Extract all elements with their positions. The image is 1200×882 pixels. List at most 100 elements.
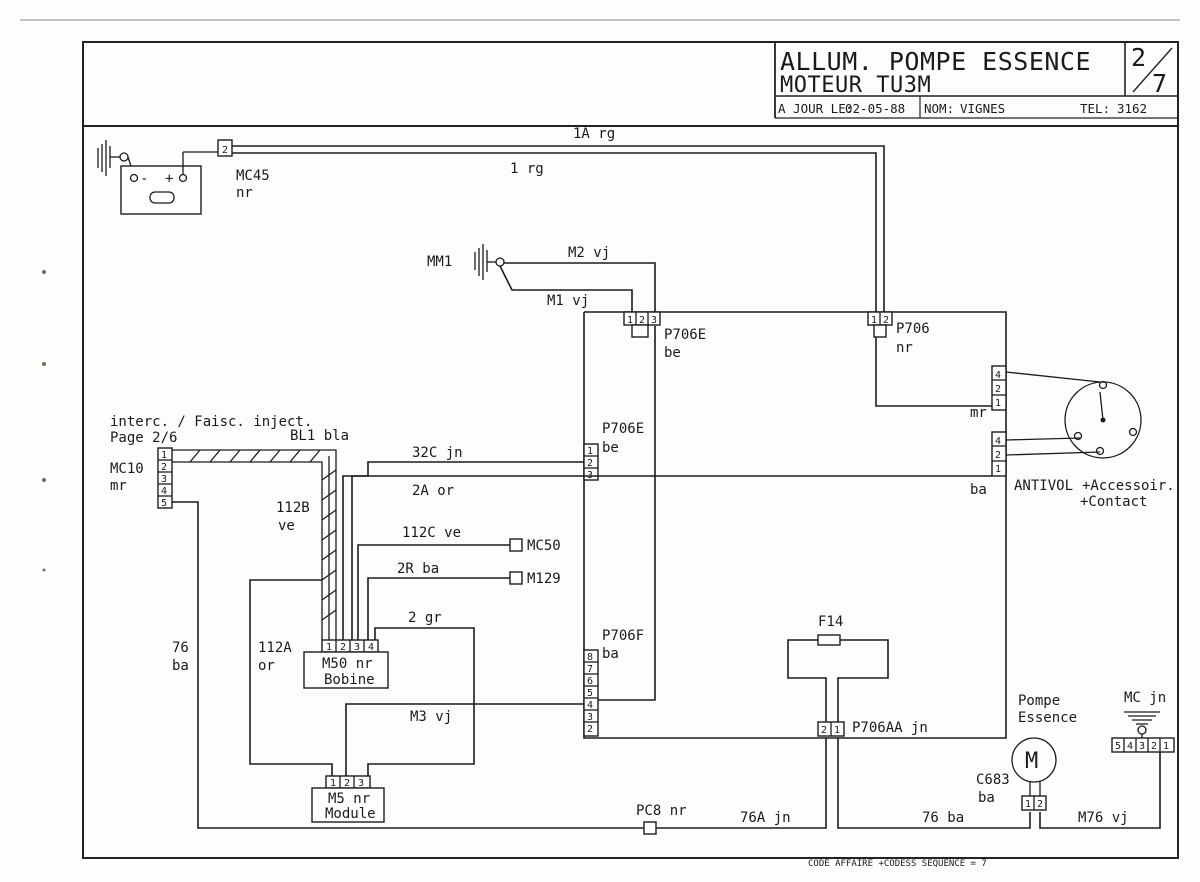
wire-76-label: 76	[172, 640, 189, 656]
tel-label: TEL:	[1080, 101, 1110, 116]
svg-text:1: 1	[1025, 799, 1031, 810]
mc10-connector	[157, 447, 173, 509]
wire-76-ba-left	[172, 501, 827, 829]
wire-1a-rg-label: 1A rg	[573, 126, 615, 142]
battery-icon	[120, 165, 202, 215]
svg-text:2: 2	[587, 724, 593, 735]
antivol-label: ANTIVOL	[1014, 478, 1073, 494]
wire-112b-label: 112B	[276, 500, 310, 516]
c683-label: C683	[976, 772, 1010, 788]
svg-text:4: 4	[1127, 741, 1133, 752]
svg-text:2: 2	[587, 458, 593, 469]
wire-m3-vj	[345, 703, 584, 776]
svg-text:4: 4	[161, 486, 167, 497]
f14-label: F14	[818, 614, 843, 630]
svg-text:3: 3	[1139, 741, 1145, 752]
wire-m3-label: M3 vj	[410, 709, 452, 725]
name-value: VIGNES	[960, 101, 1005, 116]
wire-2gr-label: 2 gr	[408, 610, 442, 626]
antivol-connector-top	[991, 365, 1007, 411]
pc8-label: PC8 nr	[636, 803, 687, 819]
svg-text:1: 1	[871, 315, 877, 326]
bl1-label: BL1 bla	[290, 428, 349, 444]
svg-text:1: 1	[995, 464, 1001, 475]
m50-label: M50 nr	[322, 656, 373, 672]
svg-text:2: 2	[639, 315, 645, 326]
wire-2r-label: 2R ba	[397, 561, 439, 577]
svg-text:+: +	[165, 171, 173, 187]
mc10-label: MC10	[110, 461, 144, 477]
svg-text:4: 4	[587, 700, 593, 711]
footer-code: CODE AFFAIRE +CODESS SEQUENCE = 7	[808, 859, 987, 869]
p706-color: nr	[896, 340, 913, 356]
svg-text:2: 2	[995, 384, 1001, 395]
title-line-1: ALLUM. POMPE ESSENCE	[780, 47, 1091, 76]
wire-2a-label: 2A or	[412, 483, 454, 499]
wire-112c-ve	[357, 544, 510, 640]
date-value: 02-05-88	[845, 101, 905, 116]
p706e-top-color: be	[664, 345, 681, 361]
mc-jn-ground-icon	[1124, 711, 1160, 738]
mc45-label: MC45	[236, 168, 270, 184]
m5-label: M5 nr	[328, 791, 370, 807]
mc-jn-label: MC jn	[1124, 690, 1166, 706]
p706aa-label: P706AA jn	[852, 720, 928, 736]
wire-m2-vj-label: M2 vj	[568, 245, 610, 261]
wire-112a-or	[249, 579, 333, 776]
p706f-label: P706F	[602, 628, 644, 644]
wire-112b-color: ve	[278, 518, 295, 534]
mc50-label: MC50	[527, 538, 561, 554]
margin-marks	[42, 270, 46, 572]
svg-text:3: 3	[651, 315, 657, 326]
p706e-top-label: P706E	[664, 327, 706, 343]
svg-text:4: 4	[368, 642, 374, 653]
mc50-connector	[509, 538, 523, 552]
svg-text:1: 1	[326, 642, 332, 653]
sheet-number: 2	[1131, 43, 1147, 72]
f14-fuse-icon	[817, 634, 841, 646]
m50-name: Bobine	[324, 672, 375, 688]
m129-label: M129	[527, 571, 561, 587]
wire-p706-to-antivol	[875, 337, 995, 407]
wire-76-ba-right	[837, 738, 1031, 829]
svg-text:3: 3	[161, 474, 167, 485]
svg-text:2: 2	[1151, 741, 1157, 752]
svg-text:5: 5	[1115, 741, 1121, 752]
wire-m2-vj	[504, 262, 656, 314]
svg-text:2: 2	[883, 315, 889, 326]
svg-text:4: 4	[995, 370, 1001, 381]
p706f-color: ba	[602, 646, 619, 662]
svg-text:5: 5	[587, 688, 593, 699]
svg-text:1: 1	[330, 778, 336, 789]
wire-m76-vj	[1039, 752, 1161, 829]
mm1-label: MM1	[427, 254, 452, 270]
mc45-color: nr	[236, 185, 253, 201]
wire-2-gr	[367, 627, 475, 776]
wire-1a-rg	[232, 145, 885, 312]
m50-bobine-box	[303, 651, 389, 689]
svg-text:1: 1	[627, 315, 633, 326]
svg-text:1: 1	[587, 446, 593, 457]
name-label: NOM:	[924, 101, 954, 116]
svg-text:8: 8	[587, 652, 593, 663]
svg-text:1: 1	[995, 398, 1001, 409]
wire-76-ba-right-label: 76 ba	[922, 810, 964, 826]
svg-text:2: 2	[222, 145, 228, 156]
mc45-connector	[217, 139, 233, 157]
m5-module-box	[311, 787, 385, 823]
p706e-mid-label: P706E	[602, 421, 644, 437]
wire-1-rg-label: 1 rg	[510, 161, 544, 177]
antivol-ba-label: ba	[970, 482, 987, 498]
wire-112c-label: 112C ve	[402, 525, 461, 541]
svg-text:4: 4	[995, 436, 1001, 447]
wire-32c-label: 32C jn	[412, 445, 463, 461]
wire-m1-vj-label: M1 vj	[547, 293, 589, 309]
p706e-mid-color: be	[602, 440, 619, 456]
mc-jn-connector	[1111, 737, 1175, 753]
svg-text:5: 5	[161, 498, 167, 509]
svg-text:2: 2	[1037, 799, 1043, 810]
svg-text:2: 2	[340, 642, 346, 653]
wire-m76-label: M76 vj	[1078, 810, 1129, 826]
wire-112a-color: or	[258, 658, 275, 674]
